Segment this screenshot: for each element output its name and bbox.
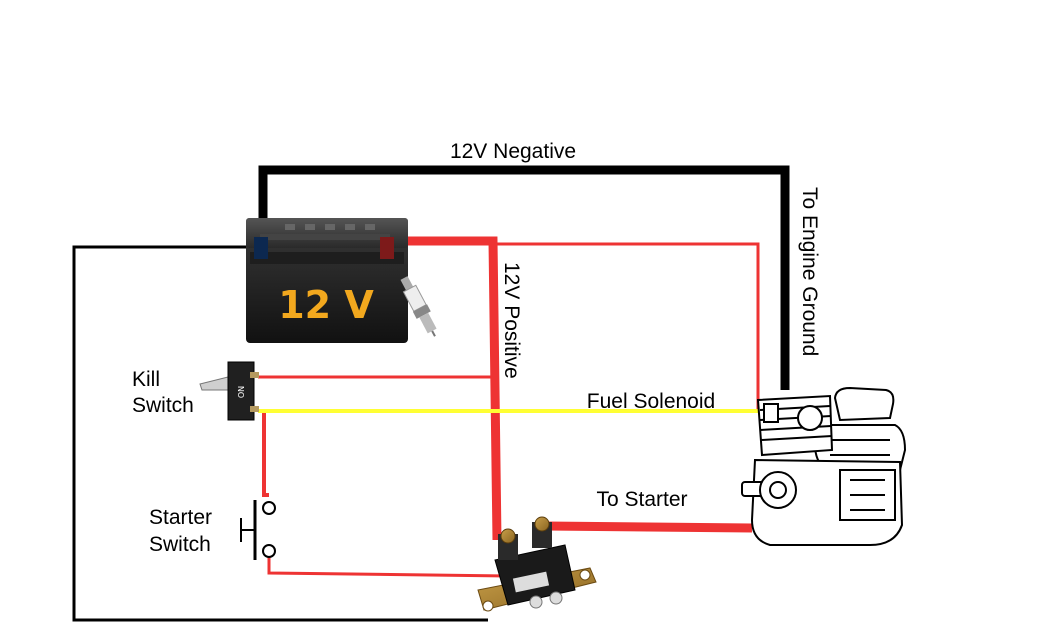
positive-terminal-icon <box>380 237 394 259</box>
negative-wire <box>258 165 790 390</box>
ground-loop-wire <box>72 245 488 622</box>
starter-solenoid-icon <box>477 516 597 612</box>
positive-thin-wire <box>495 242 760 410</box>
starter-switch-label-line2: Switch <box>149 533 211 556</box>
battery: 12 V <box>246 218 408 343</box>
positive-wire-label: 12V Positive <box>500 262 523 379</box>
engine-ground-label: To Engine Ground <box>798 187 821 356</box>
starter-switch-icon <box>240 500 276 560</box>
negative-terminal-icon <box>254 237 268 259</box>
positive-main-wire <box>388 236 502 541</box>
to-starter-label: To Starter <box>596 488 687 511</box>
kill-switch-label-line2: Switch <box>132 394 194 417</box>
negative-wire-label: 12V Negative <box>450 140 576 163</box>
spark-plug-icon <box>400 276 437 337</box>
engine-icon <box>741 386 907 546</box>
starter-switch-label-line1: Starter <box>149 506 212 529</box>
fuel-solenoid-label: Fuel Solenoid <box>587 390 715 413</box>
starter-switch-return-wire <box>267 552 509 578</box>
kill-switch-label-line1: Kill <box>132 368 160 391</box>
svg-text:ON: ON <box>237 386 246 398</box>
to-starter-wire <box>544 521 753 533</box>
starter-switch-feed-wire <box>258 409 269 497</box>
kill-switch-icon: ON <box>199 361 259 421</box>
battery-label: 12 V <box>278 283 374 327</box>
